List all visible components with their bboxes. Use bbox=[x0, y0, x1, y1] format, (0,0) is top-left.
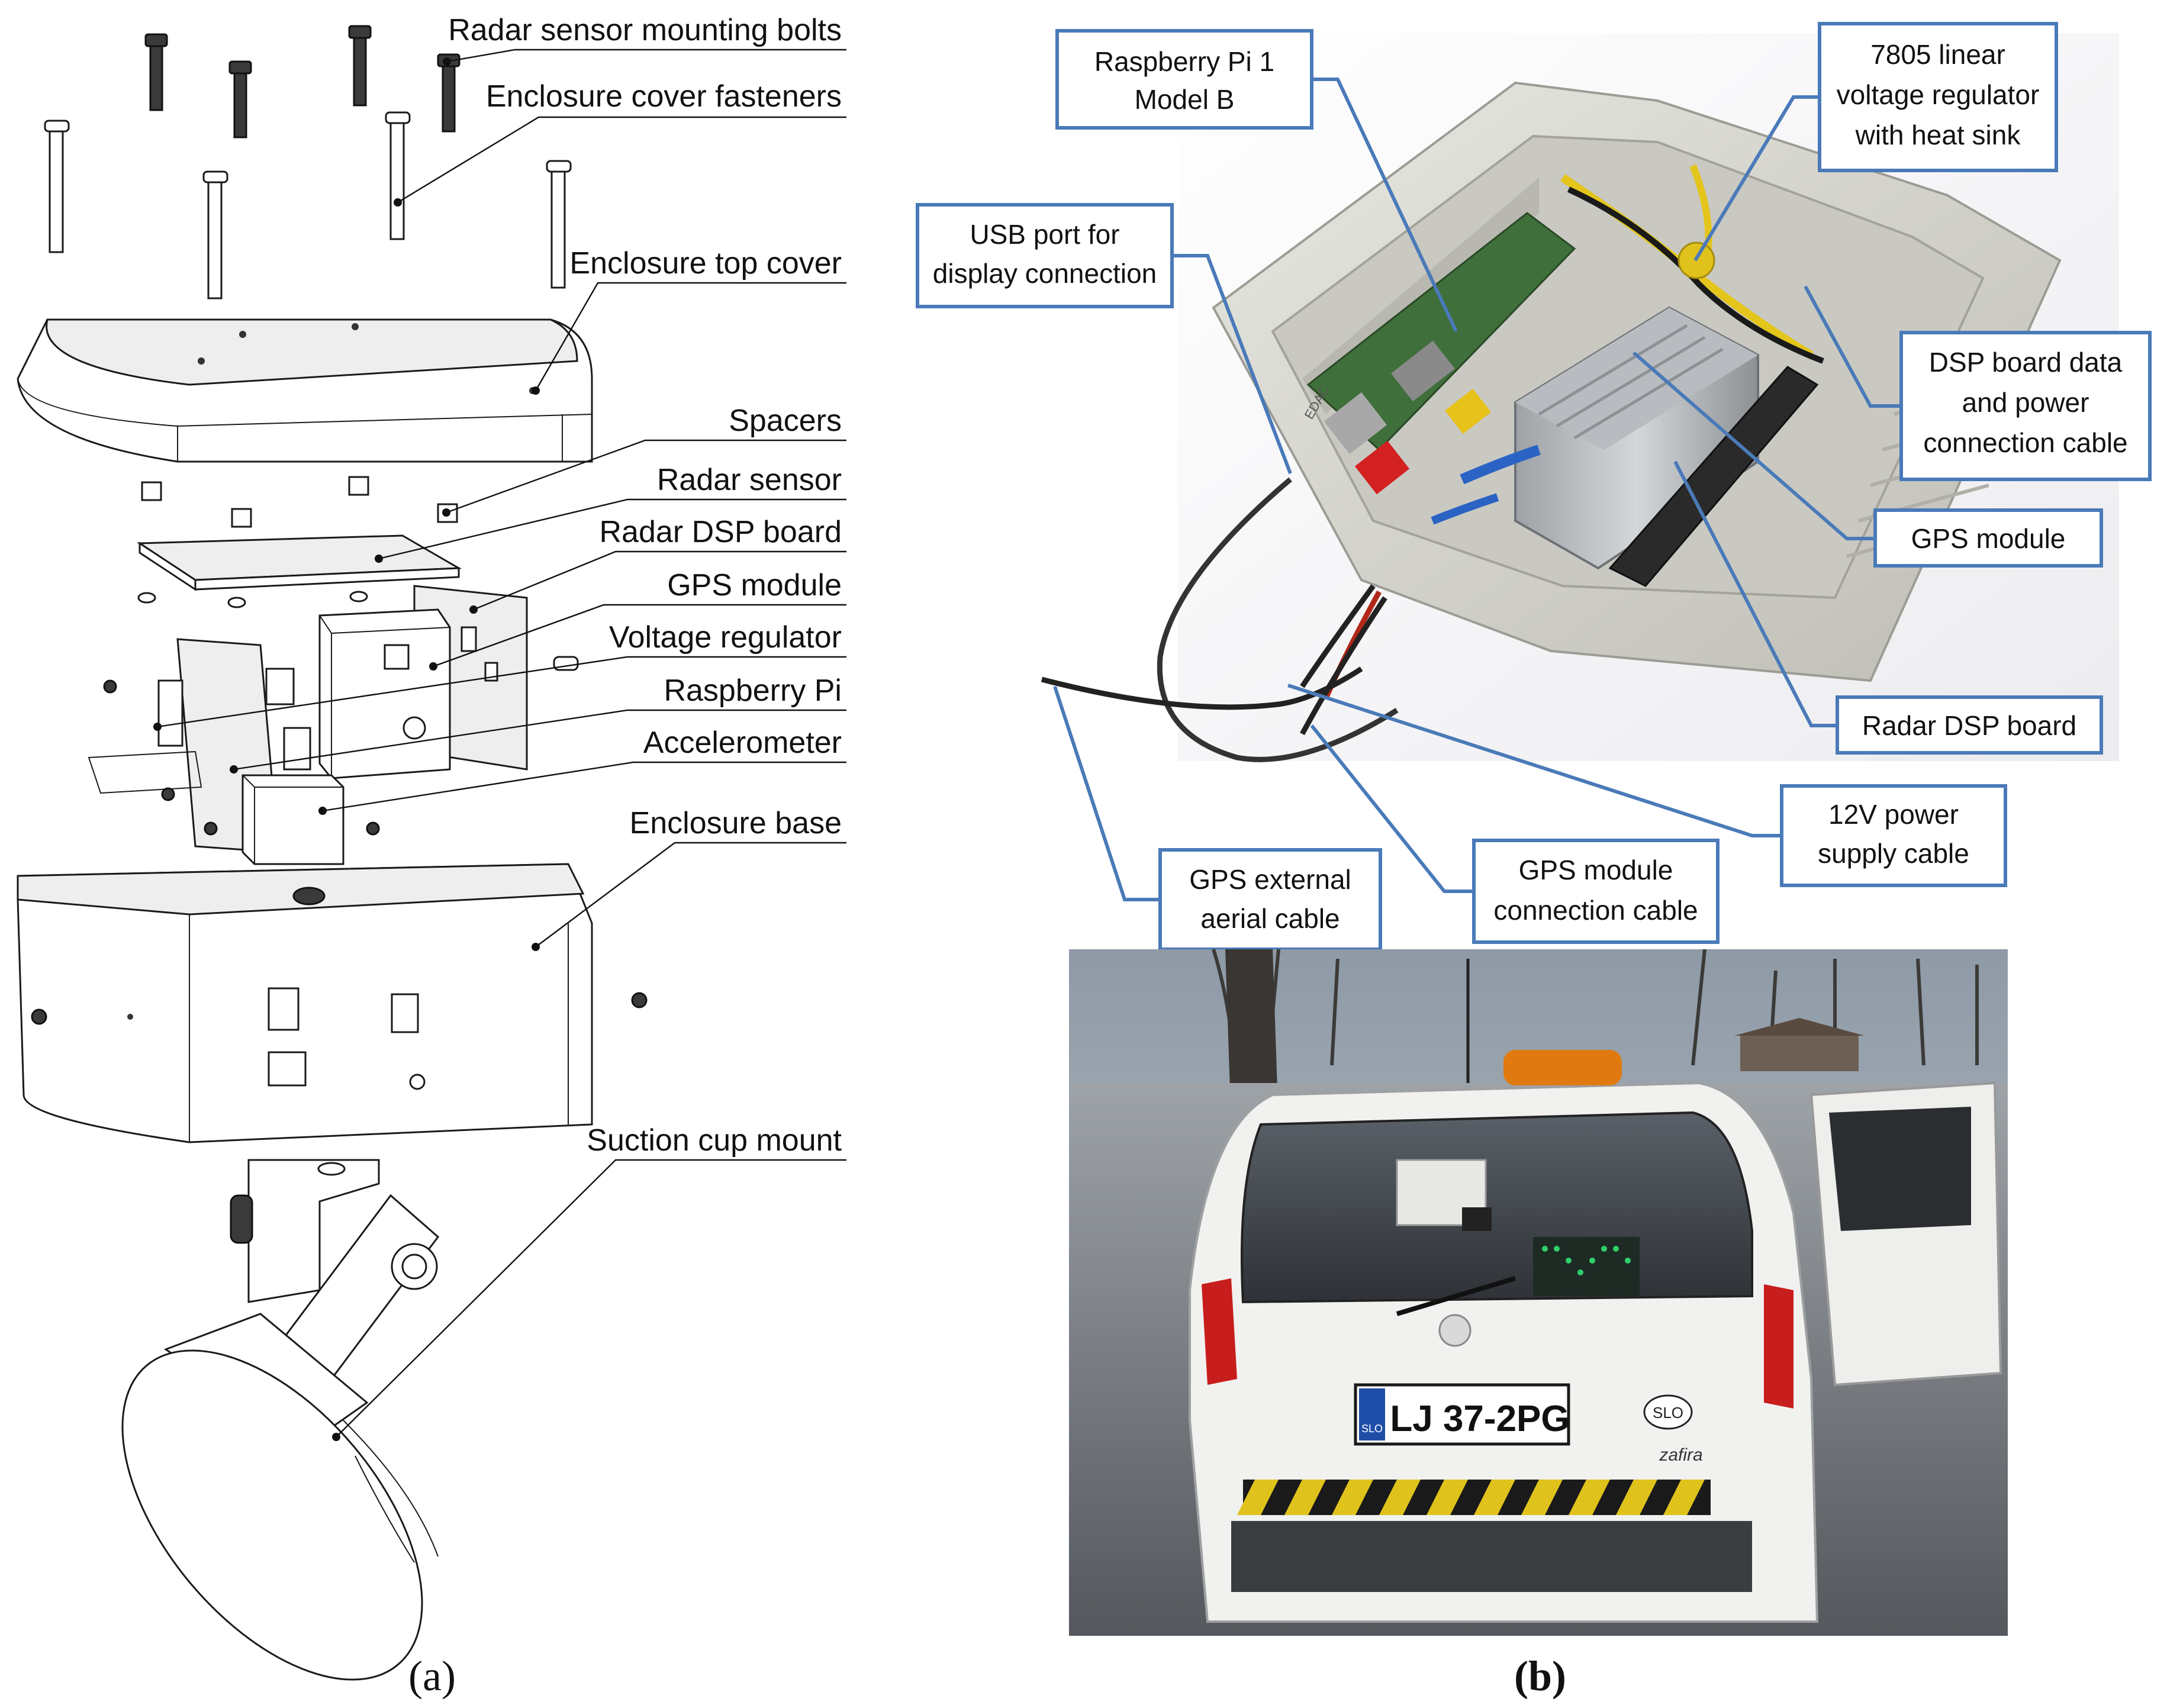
callout-radar-dsp-board: Radar DSP board bbox=[1836, 695, 2103, 755]
svg-text:7805 linear: 7805 linear bbox=[1870, 39, 2005, 70]
panel-a-caption: a bbox=[423, 1652, 442, 1700]
svg-text:with heat sink: with heat sink bbox=[1855, 120, 2021, 150]
svg-text:GPS external: GPS external bbox=[1189, 864, 1351, 895]
svg-text:DSP board data: DSP board data bbox=[1929, 347, 2123, 378]
callout-gps-external-aerial-cable: GPS external aerial cable bbox=[1158, 848, 1382, 951]
suction-cup-mount-drawing bbox=[121, 1159, 440, 1681]
callout-7805-linear-voltage-regulator: 7805 linear voltage regulator with heat … bbox=[1818, 22, 2058, 172]
label-radar-dsp-board: Radar DSP board bbox=[600, 515, 842, 549]
label-enclosure-base: Enclosure base bbox=[630, 806, 842, 840]
svg-text:GPS module: GPS module bbox=[1519, 855, 1673, 885]
label-enclosure-top-cover: Enclosure top cover bbox=[569, 246, 842, 281]
svg-text:Model B: Model B bbox=[1135, 84, 1235, 115]
oval-badge-text: SLO bbox=[1653, 1404, 1683, 1422]
panel-b-caption: b bbox=[1528, 1652, 1552, 1700]
svg-text:connection cable: connection cable bbox=[1493, 895, 1698, 926]
callout-gps-module-connection-cable: GPS module connection cable bbox=[1472, 839, 1720, 944]
panel-b-photographs: EDAC Raspberry Pi 1 Model B 7805 linear … bbox=[916, 22, 2152, 1700]
label-radar-sensor: Radar sensor bbox=[657, 463, 842, 497]
svg-text:(b): (b) bbox=[1514, 1652, 1566, 1700]
panel-b-leader-lines bbox=[1053, 78, 1901, 901]
license-plate bbox=[1354, 1383, 1570, 1446]
label-gps-module: GPS module bbox=[667, 568, 842, 602]
callout-gps-module: GPS module bbox=[1873, 508, 2103, 568]
model-badge-text: zafira bbox=[1659, 1445, 1702, 1465]
svg-text:display connection: display connection bbox=[933, 258, 1157, 289]
washers-drawing bbox=[137, 591, 455, 608]
accelerometer-drawing bbox=[242, 774, 344, 865]
svg-text:GPS module: GPS module bbox=[1911, 523, 2066, 554]
svg-text:12V power: 12V power bbox=[1828, 799, 1959, 830]
label-spacers: Spacers bbox=[729, 404, 842, 438]
svg-text:Raspberry Pi 1: Raspberry Pi 1 bbox=[1094, 46, 1274, 77]
svg-text:Radar DSP board: Radar DSP board bbox=[1862, 710, 2076, 741]
svg-text:USB port for: USB port for bbox=[970, 219, 1119, 250]
panel-a-leader-lines bbox=[153, 49, 846, 1441]
callout-dsp-board-data-and-power-cable: DSP board data and power connection cabl… bbox=[1899, 331, 2152, 481]
enclosure-base-drawing bbox=[17, 863, 648, 1143]
callout-12v-power-supply-cable: 12V power supply cable bbox=[1780, 784, 2007, 887]
callout-usb-port-for-display-connection: USB port for display connection bbox=[916, 203, 1174, 308]
label-accelerometer: Accelerometer bbox=[643, 726, 842, 760]
gps-module-drawing bbox=[318, 608, 451, 779]
label-raspberry-pi: Raspberry Pi bbox=[664, 673, 842, 708]
plate-country-text: SLO bbox=[1361, 1423, 1383, 1435]
svg-text:(a): (a) bbox=[408, 1652, 456, 1700]
plate-text: LJ 37-2PG bbox=[1390, 1398, 1569, 1439]
spacers-drawing bbox=[141, 476, 458, 528]
label-enclosure-cover-fasteners: Enclosure cover fasteners bbox=[486, 79, 842, 114]
svg-text:and power: and power bbox=[1962, 387, 2089, 418]
radar-sensor-drawing bbox=[137, 534, 462, 591]
enclosure-top-cover-drawing bbox=[17, 318, 593, 463]
svg-text:aerial cable: aerial cable bbox=[1200, 903, 1340, 934]
svg-text:supply cable: supply cable bbox=[1818, 838, 1969, 869]
label-radar-sensor-mounting-bolts: Radar sensor mounting bolts bbox=[448, 13, 842, 47]
panel-a-exploded-drawing: Radar sensor mounting bolts Enclosure co… bbox=[17, 13, 846, 1700]
enclosure-cover-fasteners-drawing bbox=[44, 111, 572, 299]
label-suction-cup-mount: Suction cup mount bbox=[587, 1123, 842, 1158]
label-voltage-regulator: Voltage regulator bbox=[609, 620, 842, 655]
svg-text:connection cable: connection cable bbox=[1923, 427, 2127, 458]
photo-enclosure-interior: EDAC bbox=[1041, 33, 2119, 762]
svg-text:voltage regulator: voltage regulator bbox=[1837, 79, 2040, 110]
photo-car-installation: SLO LJ 37-2PG SLO zafira bbox=[1069, 949, 2008, 1636]
callout-raspberry-pi-1-model-b: Raspberry Pi 1 Model B bbox=[1055, 29, 1313, 130]
radar-sensor-mounting-bolts-drawing bbox=[144, 25, 461, 138]
